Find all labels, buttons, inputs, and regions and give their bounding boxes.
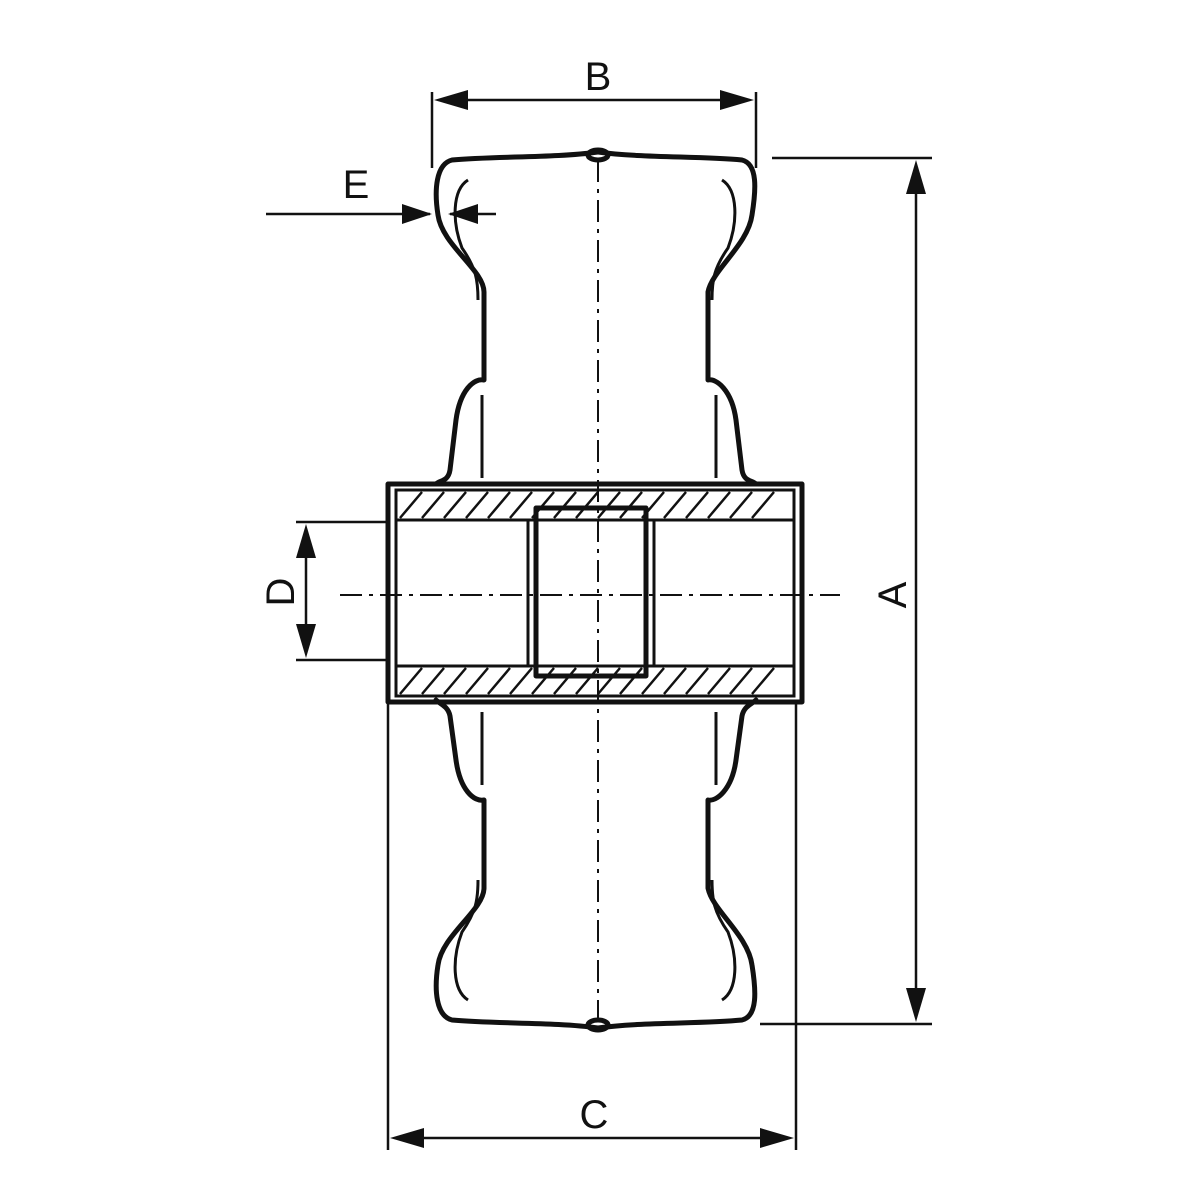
hatch-stroke [509, 667, 533, 695]
hatch-stroke [619, 491, 643, 519]
hatching-top [399, 491, 775, 519]
hatch-stroke [641, 667, 665, 695]
hatch-stroke [685, 491, 709, 519]
hatch-stroke [421, 667, 445, 695]
hatch-stroke [707, 667, 731, 695]
hatch-stroke [663, 667, 687, 695]
hatch-stroke [465, 667, 489, 695]
dimension-b: B [430, 55, 758, 168]
label-b: B [585, 55, 612, 99]
dimension-a: A [760, 156, 932, 1026]
hatch-stroke [729, 667, 753, 695]
hatch-stroke [487, 667, 511, 695]
dimension-e: E [266, 163, 496, 224]
hub-assembly [385, 481, 805, 705]
label-c: C [580, 1093, 609, 1137]
hatch-stroke [575, 667, 599, 695]
hatch-stroke [399, 491, 423, 519]
hatch-stroke [553, 491, 577, 519]
hatch-stroke [751, 667, 775, 695]
hatch-stroke [553, 667, 577, 695]
hatch-stroke [641, 491, 665, 519]
hatch-stroke [597, 667, 621, 695]
hatch-stroke [751, 491, 775, 519]
dimension-d: D [259, 520, 386, 662]
hatch-stroke [421, 491, 445, 519]
label-a: A [871, 581, 915, 608]
hatch-stroke [597, 491, 621, 519]
hatch-stroke [663, 491, 687, 519]
hatch-stroke [619, 667, 643, 695]
hatch-stroke [531, 491, 555, 519]
label-e: E [343, 163, 370, 207]
hatch-stroke [399, 667, 423, 695]
hatching-bottom [399, 667, 775, 695]
hatch-stroke [685, 667, 709, 695]
hatch-stroke [443, 667, 467, 695]
hatch-stroke [465, 491, 489, 519]
dimension-c: C [386, 704, 798, 1150]
hatch-stroke [729, 491, 753, 519]
hatch-stroke [509, 491, 533, 519]
hatch-stroke [443, 491, 467, 519]
hatch-stroke [531, 667, 555, 695]
label-d: D [259, 578, 303, 607]
wheel-outline-top [433, 147, 759, 487]
hatch-stroke [575, 491, 599, 519]
hatch-stroke [487, 491, 511, 519]
hatch-stroke [707, 491, 731, 519]
wheel-outline-bottom [433, 697, 759, 1033]
